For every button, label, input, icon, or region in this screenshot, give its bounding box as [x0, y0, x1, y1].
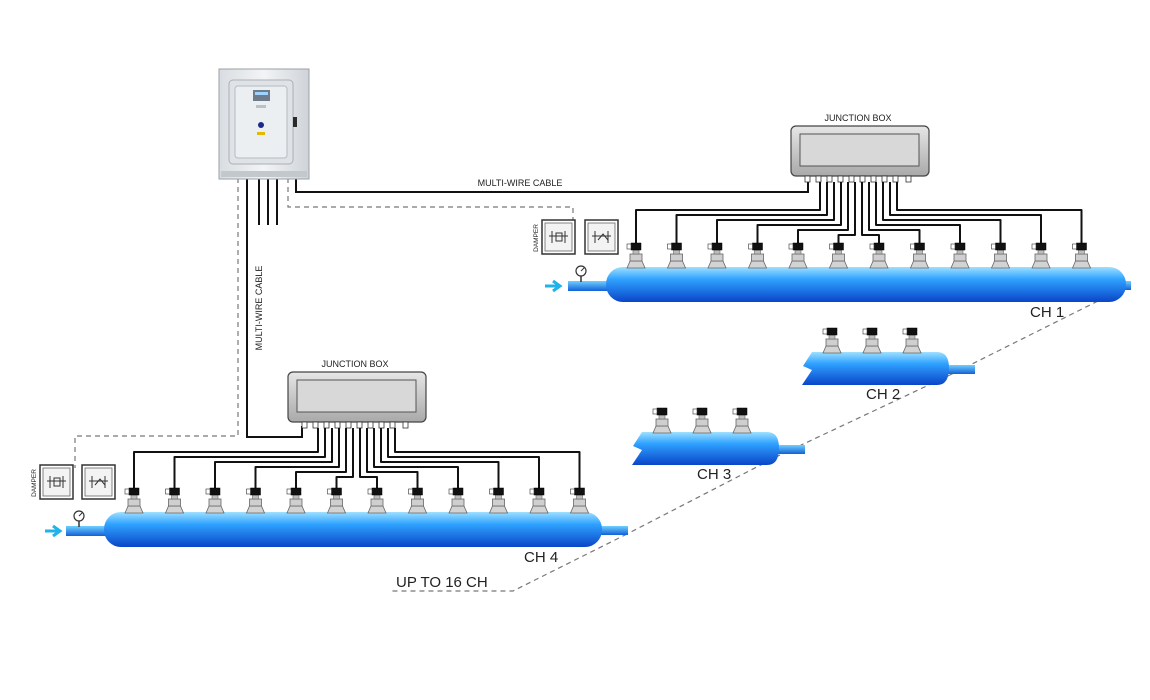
wire-ch1-9 [875, 182, 961, 252]
solenoid-valve-icon [822, 327, 842, 354]
tank-ch1 [606, 267, 1126, 302]
wire-ch4-5 [295, 428, 347, 497]
wire-ch4-7 [359, 428, 378, 497]
manifold-ch2 [802, 352, 975, 385]
solenoid-valve-icon [326, 487, 347, 514]
solenoid-valve-icon [950, 242, 970, 269]
solenoid-valve-icon [707, 242, 727, 269]
wire-ch4-11 [387, 428, 540, 497]
dashed-line-damper-ch1 [287, 178, 574, 226]
solenoid-valve-icon [666, 242, 687, 269]
inlet-arrow-icon [545, 279, 563, 293]
solenoid-valve-icon [747, 242, 768, 269]
inlet-pipe-ch1 [568, 281, 612, 291]
wire-ch1-1 [635, 182, 821, 252]
manifold-ch3 [632, 432, 805, 465]
solenoid-valve-icon [488, 487, 509, 514]
wires-ch1 [635, 182, 1083, 252]
solenoid-valve-icon [407, 487, 428, 514]
wire-ch1-3 [716, 182, 835, 252]
control-panel-icon [218, 68, 310, 180]
dashed-lines [74, 178, 1123, 592]
wire-ch1-10 [882, 182, 1002, 252]
solenoid-valve-icon [828, 242, 849, 269]
up-to-label: UP TO 16 CH [396, 574, 488, 591]
tank-ch3 [632, 432, 779, 465]
channel-label-ch1: CH 1 [1030, 304, 1064, 321]
solenoid-valve-icon [245, 487, 266, 514]
wire-ch4-6 [335, 428, 354, 497]
solenoid-valve-icon [990, 242, 1011, 269]
dashed-line-ch2-ch3 [779, 374, 951, 456]
channel-label-ch3: CH 3 [697, 466, 731, 483]
solenoid-valve-icon [1031, 242, 1051, 269]
tank-ch2 [802, 352, 949, 385]
manifold-ch1 [545, 265, 1131, 302]
pressure-gauge-icon [73, 510, 85, 527]
dashed-line-up-to [392, 533, 628, 592]
valves [124, 242, 1092, 514]
wires-ch4 [133, 428, 581, 497]
inlet-pipe-ch4 [66, 526, 110, 536]
junction-box-1-icon [790, 125, 930, 183]
dashed-line-ch3-ch4 [626, 454, 781, 535]
wire-ch1-11 [889, 182, 1042, 252]
damper-ch4-icon [39, 464, 116, 500]
wire-ch1-4 [756, 182, 842, 252]
solenoid-valve-icon [732, 407, 752, 434]
solenoid-valve-icon [569, 487, 590, 514]
wire-ch1-8 [868, 182, 921, 252]
pressure-gauge-icon [575, 265, 587, 282]
wire-ch4-12 [394, 428, 581, 497]
cable-panel-to-jb2 [246, 178, 303, 438]
wire-ch1-2 [675, 182, 828, 252]
wire-ch1-5 [797, 182, 849, 252]
solenoid-valve-icon [286, 487, 306, 514]
wire-ch4-4 [254, 428, 340, 497]
solenoid-valve-icon [529, 487, 549, 514]
damper-ch4-label: DAMPER [31, 469, 38, 497]
manifold-ch4 [45, 510, 628, 547]
outlet-pipe-ch4 [590, 526, 628, 535]
wire-ch4-2 [173, 428, 326, 497]
inlet-arrow-icon [45, 524, 63, 538]
solenoid-valve-icon [869, 242, 889, 269]
channel-label-ch2: CH 2 [866, 386, 900, 403]
solenoid-valve-icon [124, 487, 144, 514]
tank-ch4 [104, 512, 602, 547]
dashed-line-damper-ch4 [74, 178, 239, 468]
wire-ch4-10 [380, 428, 500, 497]
solenoid-valve-icon [862, 327, 882, 354]
multi-wire-cable-label-horizontal: MULTI-WIRE CABLE [478, 178, 563, 188]
solenoid-valve-icon [692, 407, 712, 434]
junction-box-1-label: JUNCTION BOX [824, 113, 891, 123]
solenoid-valve-icon [164, 487, 185, 514]
wire-ch4-9 [373, 428, 459, 497]
junction-box-2-label: JUNCTION BOX [321, 359, 388, 369]
multi-wire-cable-label-vertical: MULTI-WIRE CABLE [254, 266, 264, 351]
solenoid-valve-icon [902, 327, 922, 354]
solenoid-valve-icon [205, 487, 225, 514]
wire-ch4-1 [133, 428, 319, 497]
solenoid-valve-icon [909, 242, 930, 269]
wire-ch1-12 [896, 182, 1083, 252]
damper-ch1-label: DAMPER [533, 224, 540, 252]
solenoid-valve-icon [788, 242, 808, 269]
channel-label-ch4: CH 4 [524, 549, 558, 566]
solenoid-valve-icon [652, 407, 672, 434]
junction-box-2-icon [287, 371, 427, 429]
solenoid-valve-icon [367, 487, 387, 514]
wire-ch4-3 [214, 428, 333, 497]
damper-ch1-icon [541, 219, 619, 255]
wire-ch4-8 [366, 428, 419, 497]
cable-panel-to-jb1 [295, 178, 809, 193]
solenoid-valve-icon [626, 242, 646, 269]
multi-wire-cables [246, 178, 809, 438]
solenoid-valve-icon [1071, 242, 1092, 269]
solenoid-valve-icon [448, 487, 468, 514]
